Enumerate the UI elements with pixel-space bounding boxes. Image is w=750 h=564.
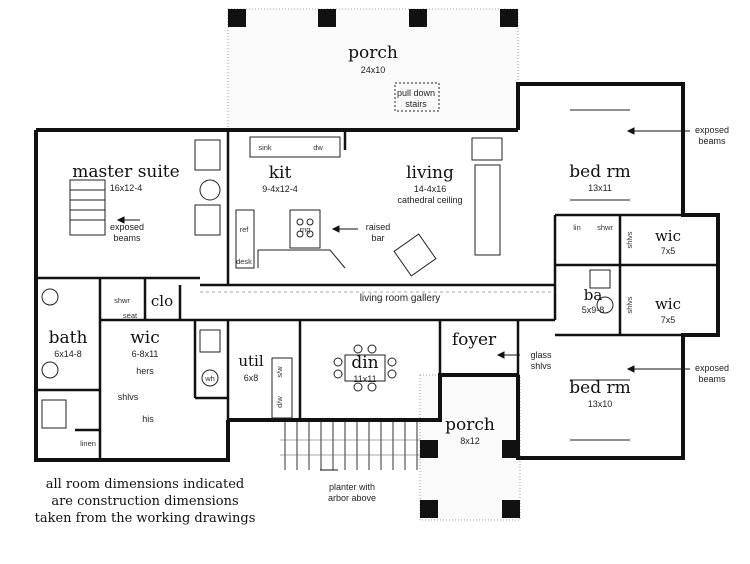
wic-mid-name: wic bbox=[655, 295, 681, 313]
kit-name: kit bbox=[269, 163, 292, 183]
living-name: living bbox=[406, 163, 454, 183]
sw-label: s/w bbox=[275, 366, 284, 378]
master-suite-name: master suite bbox=[72, 162, 179, 182]
shwr-right-label: shwr bbox=[597, 223, 613, 232]
wic-left-dims: 6-8x11 bbox=[132, 349, 159, 359]
bed-bottom-dims: 13x10 bbox=[588, 399, 613, 409]
interior-walls bbox=[36, 130, 718, 460]
master-suite-label: master suite 16x12-4 exposed beams bbox=[72, 162, 179, 243]
din-foyer-labels: din 11x11 foyer glass shlvs bbox=[351, 330, 552, 384]
exposed-right-bottom-line1: exposed bbox=[695, 363, 729, 373]
note-line3: taken from the working drawings bbox=[35, 511, 256, 526]
shlvs-right-mid-label: shlvs bbox=[625, 296, 634, 313]
living-note: cathedral ceiling bbox=[397, 195, 462, 205]
exposed-right-top-line2: beams bbox=[698, 136, 726, 146]
din-dims: 11x11 bbox=[353, 374, 376, 384]
kit-dims: 9-4x12-4 bbox=[262, 184, 298, 194]
exposed-right-top-line1: exposed bbox=[695, 125, 729, 135]
pull-down-line2: stairs bbox=[405, 99, 427, 109]
lin-right-label: lin bbox=[573, 223, 581, 232]
furniture bbox=[41, 109, 630, 441]
rng-label: rng bbox=[300, 225, 311, 234]
desk-label: desk bbox=[236, 257, 252, 266]
bath-wic-labels: bath 6x14-8 wic 6-8x11 hers shlvs his li… bbox=[49, 328, 160, 448]
annotation-arrows bbox=[116, 127, 690, 471]
util-labels: util 6x8 wh s/w d/w bbox=[204, 352, 284, 408]
util-dims: 6x8 bbox=[244, 373, 259, 383]
planter-line2: arbor above bbox=[328, 493, 376, 503]
living-dims: 14-4x16 bbox=[414, 184, 447, 194]
raised-bar-line2: bar bbox=[371, 233, 384, 243]
bed-top-label: bed rm 13x11 exposed beams bbox=[569, 125, 729, 193]
living-label: living 14-4x16 cathedral ceiling bbox=[397, 163, 462, 205]
kitchen-label: kit 9-4x12-4 sink dw ref rng desk raised… bbox=[236, 143, 390, 266]
porch-top-label: porch 24x10 pull down stairs bbox=[348, 43, 435, 109]
din-name: din bbox=[351, 353, 378, 373]
note-line1: all room dimensions indicated bbox=[46, 477, 245, 492]
porch-top-name: porch bbox=[348, 43, 398, 63]
porch-bottom-dims: 8x12 bbox=[460, 436, 480, 446]
clo-name: clo bbox=[151, 292, 173, 310]
master-suite-dims: 16x12-4 bbox=[110, 183, 143, 193]
util-name: util bbox=[238, 352, 263, 370]
gallery-name: living room gallery bbox=[360, 293, 441, 304]
porch-top-area bbox=[227, 8, 519, 130]
exterior-walls bbox=[34, 82, 720, 462]
seat-label: seat bbox=[123, 311, 138, 320]
dw-label: dw bbox=[313, 143, 323, 152]
sink-label: sink bbox=[258, 143, 272, 152]
linen-label: linen bbox=[80, 439, 96, 448]
bed-top-name: bed rm bbox=[569, 162, 630, 182]
planter-line1: planter with bbox=[329, 482, 375, 492]
wic-shlvs-label: shlvs bbox=[118, 392, 139, 402]
exposed-right-bottom-line2: beams bbox=[698, 374, 726, 384]
wic-top-name: wic bbox=[655, 227, 681, 245]
dry-label: d/w bbox=[275, 396, 284, 408]
glass-shlvs-line1: glass bbox=[530, 350, 552, 360]
wic-hers-label: hers bbox=[136, 366, 154, 376]
wic-left-name: wic bbox=[130, 328, 160, 348]
wic-mid-dims: 7x5 bbox=[661, 315, 676, 325]
porch-top-dims: 24x10 bbox=[361, 65, 386, 75]
shwr-left-label: shwr bbox=[114, 296, 130, 305]
ba-dims: 5x9-8 bbox=[582, 305, 605, 315]
ba-name: ba bbox=[584, 286, 603, 304]
bed-top-dims: 13x11 bbox=[588, 183, 612, 193]
ref-label: ref bbox=[240, 225, 250, 234]
bath-dims: 6x14-8 bbox=[54, 349, 82, 359]
wh-label: wh bbox=[204, 374, 215, 383]
porch-bottom-name: porch bbox=[445, 415, 495, 435]
pull-down-line1: pull down bbox=[397, 88, 435, 98]
drawing-notes: all room dimensions indicated are constr… bbox=[35, 477, 256, 526]
glass-shlvs-line2: shlvs bbox=[531, 361, 552, 371]
note-line2: are construction dimensions bbox=[51, 494, 238, 509]
wic-top-dims: 7x5 bbox=[661, 246, 676, 256]
bed-bottom-name: bed rm bbox=[569, 378, 630, 398]
master-exposed-line2: beams bbox=[113, 233, 141, 243]
porch-bottom-area bbox=[280, 374, 521, 521]
gallery-label: clo shwr seat living room gallery bbox=[114, 292, 440, 320]
porch-bottom-label: porch 8x12 planter with arbor above bbox=[328, 415, 495, 503]
wic-his-label: his bbox=[142, 414, 154, 424]
raised-bar-line1: raised bbox=[366, 222, 391, 232]
shlvs-right-top-label: shlvs bbox=[625, 231, 634, 248]
master-exposed-line1: exposed bbox=[110, 222, 144, 232]
foyer-name: foyer bbox=[452, 330, 497, 350]
bed-bottom-label: bed rm 13x10 exposed beams bbox=[569, 363, 729, 409]
right-closets-labels: wic 7x5 lin shwr shlvs ba 5x9-8 wic 7x5 … bbox=[573, 223, 681, 325]
bath-name: bath bbox=[49, 328, 88, 348]
